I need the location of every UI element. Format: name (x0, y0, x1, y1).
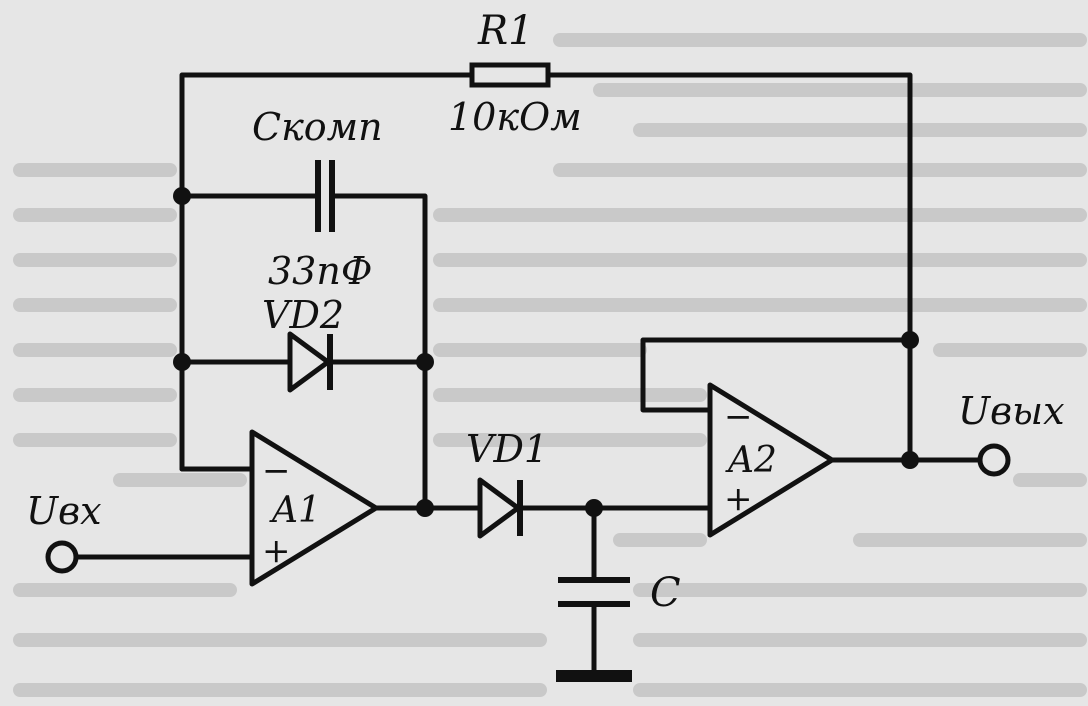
capacitor-ccomp (315, 160, 335, 232)
label-ccomp-name: Cкомп (252, 105, 383, 149)
label-a2-plus: + (724, 479, 753, 519)
background-text-lines (13, 33, 1087, 697)
opamp-a2 (707, 382, 835, 538)
junction-node (416, 499, 434, 517)
label-r1-name: R1 (477, 8, 534, 54)
label-u-in: Uвх (26, 489, 102, 533)
label-vd1: VD1 (466, 427, 548, 471)
capacitor-c (558, 577, 630, 607)
label-vd2: VD2 (262, 293, 344, 337)
opamp-a1 (249, 429, 379, 587)
label-u-out: Uвых (958, 389, 1065, 433)
ccomp-wires (179, 193, 428, 511)
junction-node (901, 331, 919, 349)
label-a1: A1 (269, 490, 321, 531)
label-a2-minus: − (724, 397, 753, 437)
ground-symbol (556, 670, 632, 682)
label-a1-minus: − (262, 451, 291, 491)
label-r1-value: 10кОм (448, 95, 582, 139)
resistor-r1 (469, 62, 551, 88)
label-ccomp-value: 33пФ (268, 249, 372, 293)
junction-node (901, 451, 919, 469)
junction-node (173, 353, 191, 371)
label-c: C (650, 570, 681, 616)
junction-node (585, 499, 603, 517)
junction-node (416, 353, 434, 371)
output-terminal (977, 443, 1011, 477)
junction-node (173, 187, 191, 205)
diode-vd1 (477, 477, 523, 539)
label-a1-plus: + (262, 531, 291, 571)
label-a2: A2 (725, 440, 777, 481)
vd1-c-wires (517, 505, 713, 679)
input-terminal (45, 540, 79, 574)
diode-vd2 (287, 331, 333, 393)
